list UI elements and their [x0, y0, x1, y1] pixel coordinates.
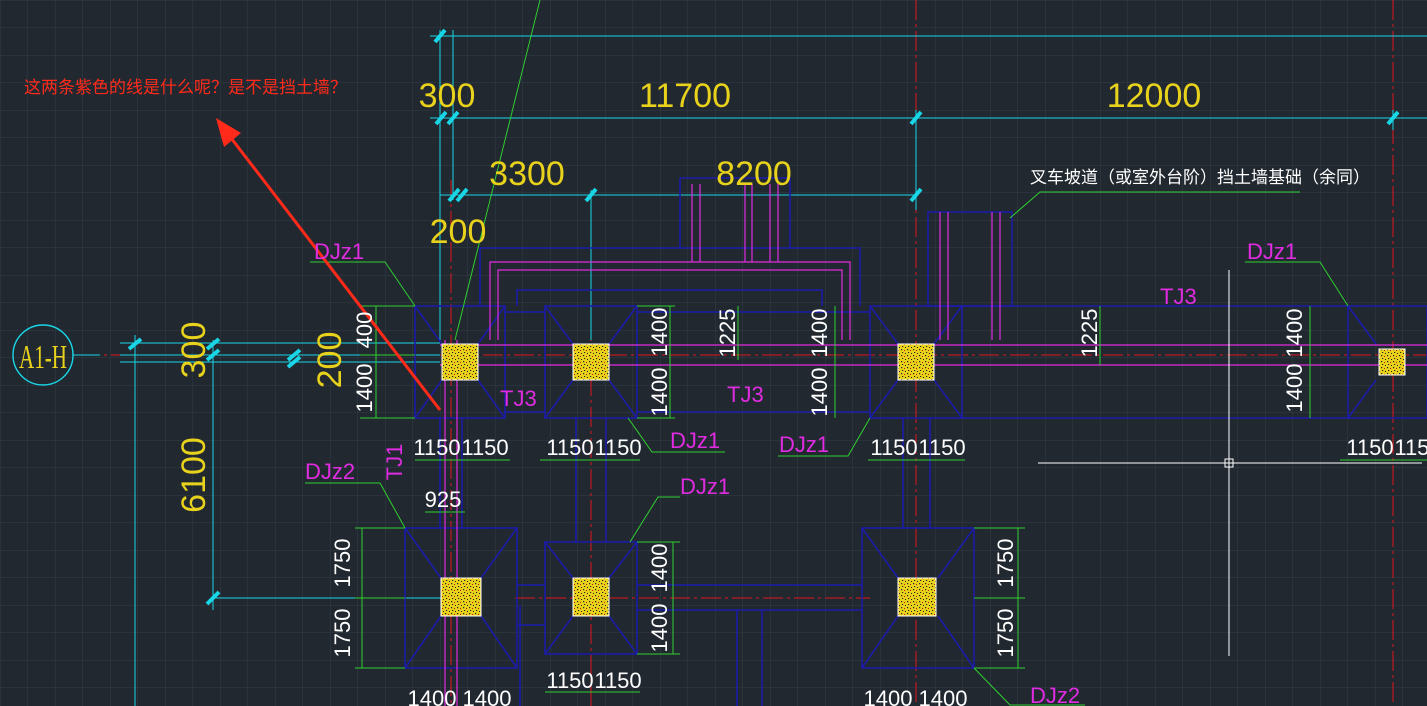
dim-12000: 12000 [1107, 77, 1202, 115]
dim-1150: 1150 [461, 435, 508, 460]
dim-8200: 8200 [716, 155, 792, 193]
dim-11700: 11700 [639, 77, 731, 115]
dim-1400: 1400 [647, 544, 672, 593]
dim-1150: 1150 [870, 435, 917, 460]
dim-1150: 1150 [546, 668, 593, 693]
dim-1150-partial: 1150 [1394, 435, 1427, 460]
tag-djz1: DJz1 [779, 432, 829, 457]
tag-djz1: DJz1 [314, 239, 364, 264]
crosshair-cursor [1038, 270, 1422, 656]
dim-1150: 1150 [1346, 435, 1393, 460]
column [897, 343, 935, 381]
column [572, 343, 610, 381]
dim-1400: 1400 [807, 368, 832, 417]
dim-1150: 1150 [594, 435, 641, 460]
tag-djz2: DJz2 [305, 459, 355, 484]
dim-300-left: 300 [175, 322, 213, 379]
retaining-wall-note: 叉车坡道（或室外台阶）挡土墙基础（余同） [1030, 168, 1370, 188]
dim-1150: 1150 [413, 435, 460, 460]
left-dimension-text: 300 200 6100 [175, 322, 349, 513]
axis-bubble: A1-H [12, 324, 100, 386]
dimension-lines [120, 30, 1427, 706]
dim-300-top: 300 [419, 77, 476, 115]
dim-1400: 1400 [647, 604, 672, 653]
tag-djz1: DJz1 [670, 428, 720, 453]
annotation-arrow [216, 118, 442, 411]
tag-tj3: TJ3 [727, 382, 764, 407]
dim-1400: 1400 [1282, 309, 1307, 358]
tag-tj3: TJ3 [1160, 284, 1197, 309]
tag-djz1: DJz1 [680, 474, 730, 499]
dim-1400: 1400 [408, 686, 457, 706]
tag-tj1: TJ1 [382, 444, 407, 481]
dim-1400: 1400 [807, 309, 832, 358]
dim-1225: 1225 [1077, 309, 1102, 358]
dim-925: 925 [425, 487, 462, 512]
column [1378, 348, 1406, 376]
dim-1750: 1750 [330, 609, 355, 658]
green-leader-lines [305, 0, 1427, 706]
dim-1225: 1225 [715, 309, 740, 358]
dim-1150: 1150 [918, 435, 965, 460]
dim-1750: 1750 [330, 539, 355, 588]
dim-1750: 1750 [993, 539, 1018, 588]
column [897, 577, 937, 617]
tag-djz2: DJz2 [1030, 683, 1080, 706]
dim-1400: 1400 [463, 686, 512, 706]
dim-400: 400 [352, 312, 377, 349]
dim-1400: 1400 [864, 686, 913, 706]
dim-6100: 6100 [175, 437, 213, 513]
dim-1150: 1150 [546, 435, 593, 460]
dim-1400: 1400 [352, 364, 377, 413]
column [440, 577, 482, 617]
dim-3300: 3300 [489, 155, 565, 193]
axis-label: A1-H [19, 339, 67, 376]
column [572, 577, 610, 617]
dim-200-top: 200 [430, 213, 487, 251]
dim-1750: 1750 [993, 609, 1018, 658]
top-dimension-text: 300 11700 12000 3300 8200 200 [419, 77, 1202, 251]
dim-200-left: 200 [311, 332, 349, 389]
tag-tj3: TJ3 [500, 386, 537, 411]
columns [440, 343, 1406, 617]
foundation-outlines [404, 177, 1427, 706]
foundation-tags: DJz1 DJz1 DJz1 DJz1 DJz1 DJz2 DJz2 TJ3 T… [305, 239, 1297, 706]
annotation-question-text: 这两条紫色的线是什么呢？是不是挡土墙？ [24, 78, 347, 98]
dim-1400: 1400 [647, 308, 672, 357]
white-dimension-text: 400 1400 1400 1400 1225 1400 1400 1225 1… [330, 308, 1427, 706]
dim-1400: 1400 [647, 368, 672, 417]
dimension-ticks [127, 28, 1400, 606]
column [441, 343, 479, 381]
dim-1150: 1150 [594, 668, 641, 693]
tag-djz1: DJz1 [1247, 239, 1297, 264]
dim-1400: 1400 [919, 686, 968, 706]
dim-1400: 1400 [1282, 364, 1307, 413]
